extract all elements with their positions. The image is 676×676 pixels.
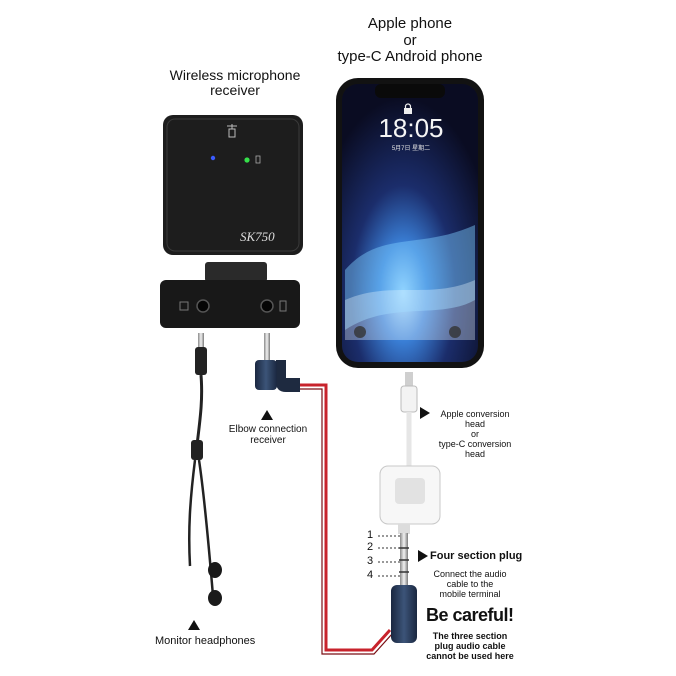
receiver-body [163, 115, 303, 255]
connect-note: Connect the audio cable to the mobile te… [425, 569, 515, 600]
receiver-title-line1: Wireless microphone [169, 67, 301, 83]
conversion-line1: Apple conversion [440, 409, 510, 419]
receiver-title-line2: receiver [210, 82, 260, 99]
phone-title-line3: type-C Android phone [337, 48, 483, 65]
conversion-line2: head [464, 418, 486, 429]
connect-note-line2: cable to the [446, 578, 494, 589]
careful-note-line1: The three section [432, 631, 508, 641]
dock-top [205, 262, 267, 282]
phone-title-line1: Apple phone [367, 15, 453, 32]
monitor-arrow [188, 620, 200, 630]
conversion-line5: head [464, 448, 486, 459]
four-section-label: Four section plug [430, 550, 523, 562]
four-section-arrow [418, 550, 428, 562]
careful-note-line2: plug audio cable [434, 640, 506, 651]
careful-title: Be careful! [426, 605, 514, 625]
receiver-body-shine [166, 118, 300, 252]
phone-notch [375, 84, 445, 98]
headphone-jack-icon [196, 299, 210, 313]
connect-note-line1: Connect the audio [433, 569, 507, 579]
conversion-line3: or [470, 428, 479, 439]
connect-note-line3: mobile terminal [439, 588, 501, 599]
phone-title-line2: or [403, 31, 417, 49]
phone [336, 78, 484, 368]
camera-icon [449, 326, 461, 338]
elbow-label: Elbow connection receiver [223, 424, 313, 446]
plug-leader-lines [378, 535, 400, 577]
careful-note-line3: cannot be used here [426, 650, 514, 661]
monitor-headphones [187, 333, 222, 606]
phone-screen [342, 84, 478, 362]
conversion-head [379, 372, 441, 534]
dock-base [160, 280, 300, 328]
phone-date: 5月7日 星期二 [391, 146, 431, 152]
receiver-unit [160, 115, 303, 328]
plug-number-4: 4 [367, 569, 374, 581]
green-led [244, 157, 250, 163]
conversion-arrow [420, 407, 430, 419]
receiver-model: SK750 [240, 229, 275, 244]
conversion-label: Apple conversion head or type-C conversi… [430, 409, 520, 459]
lock-icon [404, 103, 412, 114]
four-section-plug [391, 533, 417, 643]
elbow-label-line2: receiver [250, 435, 286, 446]
plug-number-2: 2 [367, 541, 374, 553]
elbow-label-line1: Elbow connection [228, 424, 308, 435]
phone-symbol [279, 300, 287, 312]
phone-time: 18:05 [378, 113, 444, 143]
plug-number-1: 1 [367, 529, 374, 541]
careful-note: The three section plug audio cable canno… [422, 631, 518, 662]
elbow-arrow [261, 410, 273, 420]
blue-led [210, 155, 216, 161]
plug-number-3: 3 [367, 555, 374, 567]
headphone-symbol [179, 301, 189, 311]
mic-jack [260, 299, 274, 313]
phone-title: Apple phone or type-C Android phone [330, 15, 490, 66]
conversion-line4: type-C conversion [438, 438, 512, 449]
elbow-cable [255, 333, 393, 655]
receiver-title: Wireless microphone receiver [150, 67, 320, 99]
battery-icon [255, 155, 261, 164]
flashlight-icon [354, 326, 366, 338]
antenna-icon [227, 124, 237, 138]
monitor-label: Monitor headphones [155, 635, 256, 647]
